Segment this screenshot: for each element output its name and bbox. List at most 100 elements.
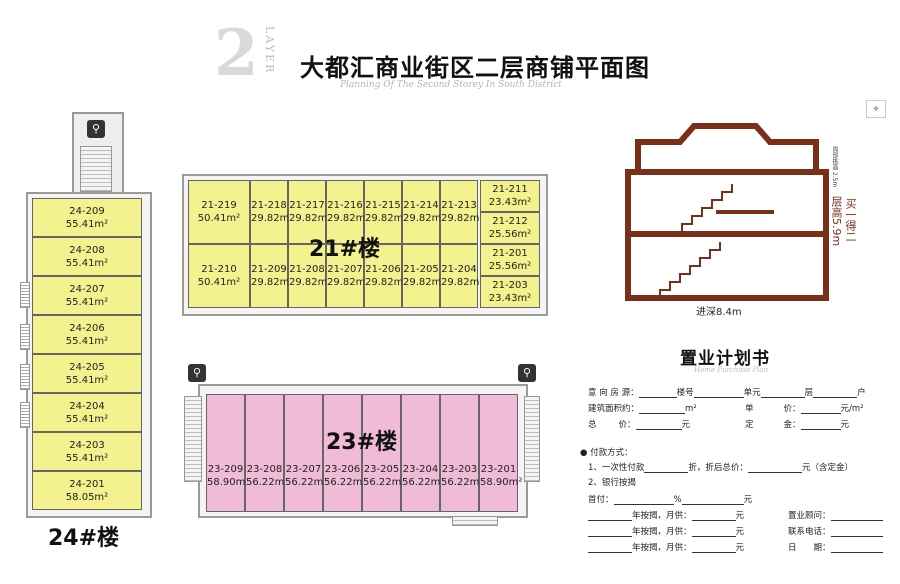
floor-number: 2 xyxy=(214,16,259,91)
section-diagram xyxy=(625,123,829,301)
total-field[interactable] xyxy=(635,420,682,430)
price-unit: 元/m² xyxy=(840,404,864,414)
deposit-label-a: 定 xyxy=(745,420,754,430)
unit-area: 50.41m² xyxy=(197,213,241,224)
deposit-field[interactable] xyxy=(800,420,841,430)
mezz-text: 局部挑高 xyxy=(831,146,838,170)
total-label-a: 总 xyxy=(588,420,597,430)
form-row-total: 总价：元 xyxy=(588,418,690,430)
unit-area: 50.41m² xyxy=(197,277,241,288)
form-row-area: 建筑面积约：m² xyxy=(588,402,697,414)
down-unit: 元 xyxy=(743,495,753,505)
deposit-unit: 元 xyxy=(840,420,850,430)
monthly-field[interactable] xyxy=(691,543,736,553)
loan-years-field[interactable] xyxy=(588,527,632,537)
unit-field[interactable] xyxy=(693,388,744,398)
payment-option-2: 2、银行按揭 xyxy=(588,478,636,488)
monthly-field[interactable] xyxy=(691,511,736,521)
building-24-label: 24#楼 xyxy=(48,526,120,551)
payment-option-1: 1、一次性付款折，折后总价：元（含定金） xyxy=(588,461,853,473)
unit-area: 55.41m² xyxy=(65,296,109,308)
unit-id: 24-206 xyxy=(69,322,105,334)
unit-id: 24-203 xyxy=(69,439,105,451)
unit-label: 单元 xyxy=(743,388,761,398)
phone-field[interactable] xyxy=(830,527,883,537)
shop-unit[interactable]: 23-204 56.22m² xyxy=(401,394,445,512)
unit-area: 56.22m² xyxy=(324,477,367,488)
unit-area: 55.41m² xyxy=(65,257,109,269)
building-field[interactable] xyxy=(638,388,677,398)
unit-area: 56.22m² xyxy=(246,477,289,488)
floor-field[interactable] xyxy=(760,388,805,398)
unit-area: 29.82m² xyxy=(289,277,332,288)
unit-id: 23-204 xyxy=(402,464,439,475)
loan-years-field[interactable] xyxy=(588,543,632,553)
down-amount-field[interactable] xyxy=(681,495,744,505)
loan-years-field[interactable] xyxy=(588,511,632,521)
unit-id: 24-208 xyxy=(69,244,105,256)
unit-id: 21-207 xyxy=(327,264,363,275)
unit-id: 21-216 xyxy=(327,200,363,211)
deposit-label-b: 金： xyxy=(783,420,801,430)
consultant-field[interactable] xyxy=(830,511,883,521)
property-label: 意 向 房 源： xyxy=(588,388,639,398)
discount-field[interactable] xyxy=(644,463,689,473)
price-label-b: 价： xyxy=(783,404,801,414)
area-label: 建筑面积约： xyxy=(588,404,640,414)
unit-id: 21-212 xyxy=(492,216,528,227)
opt1-mid: 折，折后总价： xyxy=(688,463,748,473)
opt1-end: 元（含定金） xyxy=(801,463,853,473)
page-subtitle: Planning Of The Second Storey In South D… xyxy=(340,80,562,90)
unit-id: 21-218 xyxy=(251,200,287,211)
phone-label: 联系电话： xyxy=(788,527,831,537)
room-field[interactable] xyxy=(813,388,858,398)
form-row-deposit: 定 金： 元 xyxy=(745,418,849,430)
down-pct-field[interactable] xyxy=(613,495,674,505)
unit-id: 21-217 xyxy=(289,200,325,211)
entrance-steps xyxy=(452,516,498,526)
price-field[interactable] xyxy=(800,404,841,414)
discount-total-field[interactable] xyxy=(747,463,802,473)
area-field[interactable] xyxy=(639,404,686,414)
unit-id: 21-209 xyxy=(251,264,287,275)
loan-label: 年按揭，月供： xyxy=(632,527,692,537)
date-field[interactable] xyxy=(830,543,883,553)
unit-area: 56.22m² xyxy=(402,477,445,488)
monthly-field[interactable] xyxy=(691,527,736,537)
unit-area: 55.41m² xyxy=(65,218,109,230)
